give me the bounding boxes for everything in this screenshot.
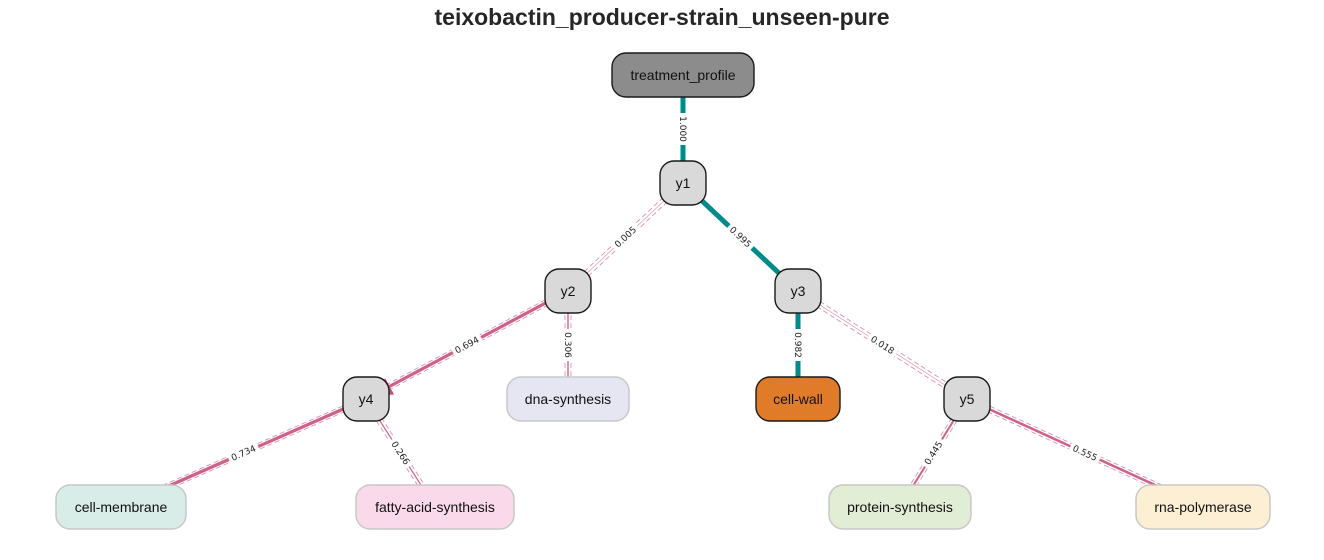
node-y2[interactable]: y2 bbox=[544, 268, 592, 314]
node-box bbox=[943, 376, 991, 422]
node-box bbox=[659, 160, 707, 206]
node-box bbox=[544, 268, 592, 314]
node-box bbox=[506, 376, 630, 422]
node-box bbox=[611, 52, 755, 98]
edge-label-group: 1.000 bbox=[677, 113, 689, 145]
edge-label-group: 0.306 bbox=[562, 329, 574, 361]
node-box bbox=[774, 268, 822, 314]
edge-label-group: 0.982 bbox=[792, 329, 804, 361]
node-box bbox=[828, 484, 972, 530]
edge-label-group: 0.995 bbox=[724, 221, 757, 253]
node-y4[interactable]: y4 bbox=[342, 376, 390, 422]
edge-label-bg bbox=[450, 332, 484, 358]
edge-weight-label: 0.982 bbox=[792, 332, 802, 358]
node-box bbox=[1135, 484, 1271, 530]
node-label: y5 bbox=[960, 391, 975, 407]
node-label: y2 bbox=[561, 283, 576, 299]
node-cell-membrane[interactable]: cell-membrane bbox=[55, 484, 187, 530]
edge-label-bg bbox=[226, 441, 261, 465]
node-box bbox=[342, 376, 390, 422]
node-fatty-acid-synthesis[interactable]: fatty-acid-synthesis bbox=[355, 484, 515, 530]
edge-label-group: 0.018 bbox=[865, 331, 900, 359]
node-label: y4 bbox=[359, 391, 374, 407]
edge-label-group: 0.555 bbox=[1067, 440, 1103, 466]
nodes-layer: treatment_profile y1 y2 y3 y4 y5 dna-synthesis… bbox=[55, 52, 1271, 530]
node-label: cell-wall bbox=[773, 391, 823, 407]
edge-label-bg bbox=[562, 329, 574, 361]
diagram-title: teixobactin_producer-strain_unseen-pure bbox=[435, 4, 890, 30]
edge-label-bg bbox=[609, 221, 642, 253]
edge-label-bg bbox=[724, 221, 757, 253]
edge-label-group: 0.694 bbox=[450, 332, 484, 358]
edge-label-group: 0.445 bbox=[919, 436, 948, 470]
node-label: fatty-acid-synthesis bbox=[375, 499, 495, 515]
node-protein-synthesis[interactable]: protein-synthesis bbox=[828, 484, 972, 530]
node-label: protein-synthesis bbox=[847, 499, 953, 515]
edge-weight-label: 1.000 bbox=[677, 116, 687, 142]
node-label: cell-membrane bbox=[75, 499, 168, 515]
edge-guide-line bbox=[373, 288, 567, 392]
edge-label-group: 0.734 bbox=[226, 441, 261, 465]
edge-label-bg bbox=[865, 331, 900, 359]
edge-weight-label: 0.306 bbox=[562, 332, 572, 358]
edge-label-bg bbox=[792, 329, 804, 361]
edge-label-bg bbox=[1067, 440, 1103, 466]
node-y1[interactable]: y1 bbox=[659, 160, 707, 206]
node-label: y1 bbox=[676, 175, 691, 191]
node-label: rna-polymerase bbox=[1154, 499, 1251, 515]
edge-label-group: 0.266 bbox=[386, 436, 415, 470]
edge-guide-line bbox=[376, 293, 570, 398]
edge-label-bg bbox=[677, 113, 689, 145]
node-label: treatment_profile bbox=[630, 67, 735, 83]
node-y5[interactable]: y5 bbox=[943, 376, 991, 422]
node-y3[interactable]: y3 bbox=[774, 268, 822, 314]
edge-label-group: 0.005 bbox=[609, 221, 642, 253]
edges-layer: 1.000 0.005 0.995 0.694 0.306 0.982 0.018 0.734… bbox=[128, 75, 1196, 507]
edge-label-bg bbox=[386, 436, 415, 470]
node-box bbox=[355, 484, 515, 530]
edge-label-bg bbox=[919, 436, 948, 470]
node-label: y3 bbox=[791, 283, 806, 299]
node-box bbox=[755, 376, 841, 422]
node-label: dna-synthesis bbox=[525, 391, 611, 407]
node-treatment_profile[interactable]: treatment_profile bbox=[611, 52, 755, 98]
node-dna-synthesis[interactable]: dna-synthesis bbox=[506, 376, 630, 422]
node-cell-wall[interactable]: cell-wall bbox=[755, 376, 841, 422]
node-box bbox=[55, 484, 187, 530]
node-rna-polymerase[interactable]: rna-polymerase bbox=[1135, 484, 1271, 530]
